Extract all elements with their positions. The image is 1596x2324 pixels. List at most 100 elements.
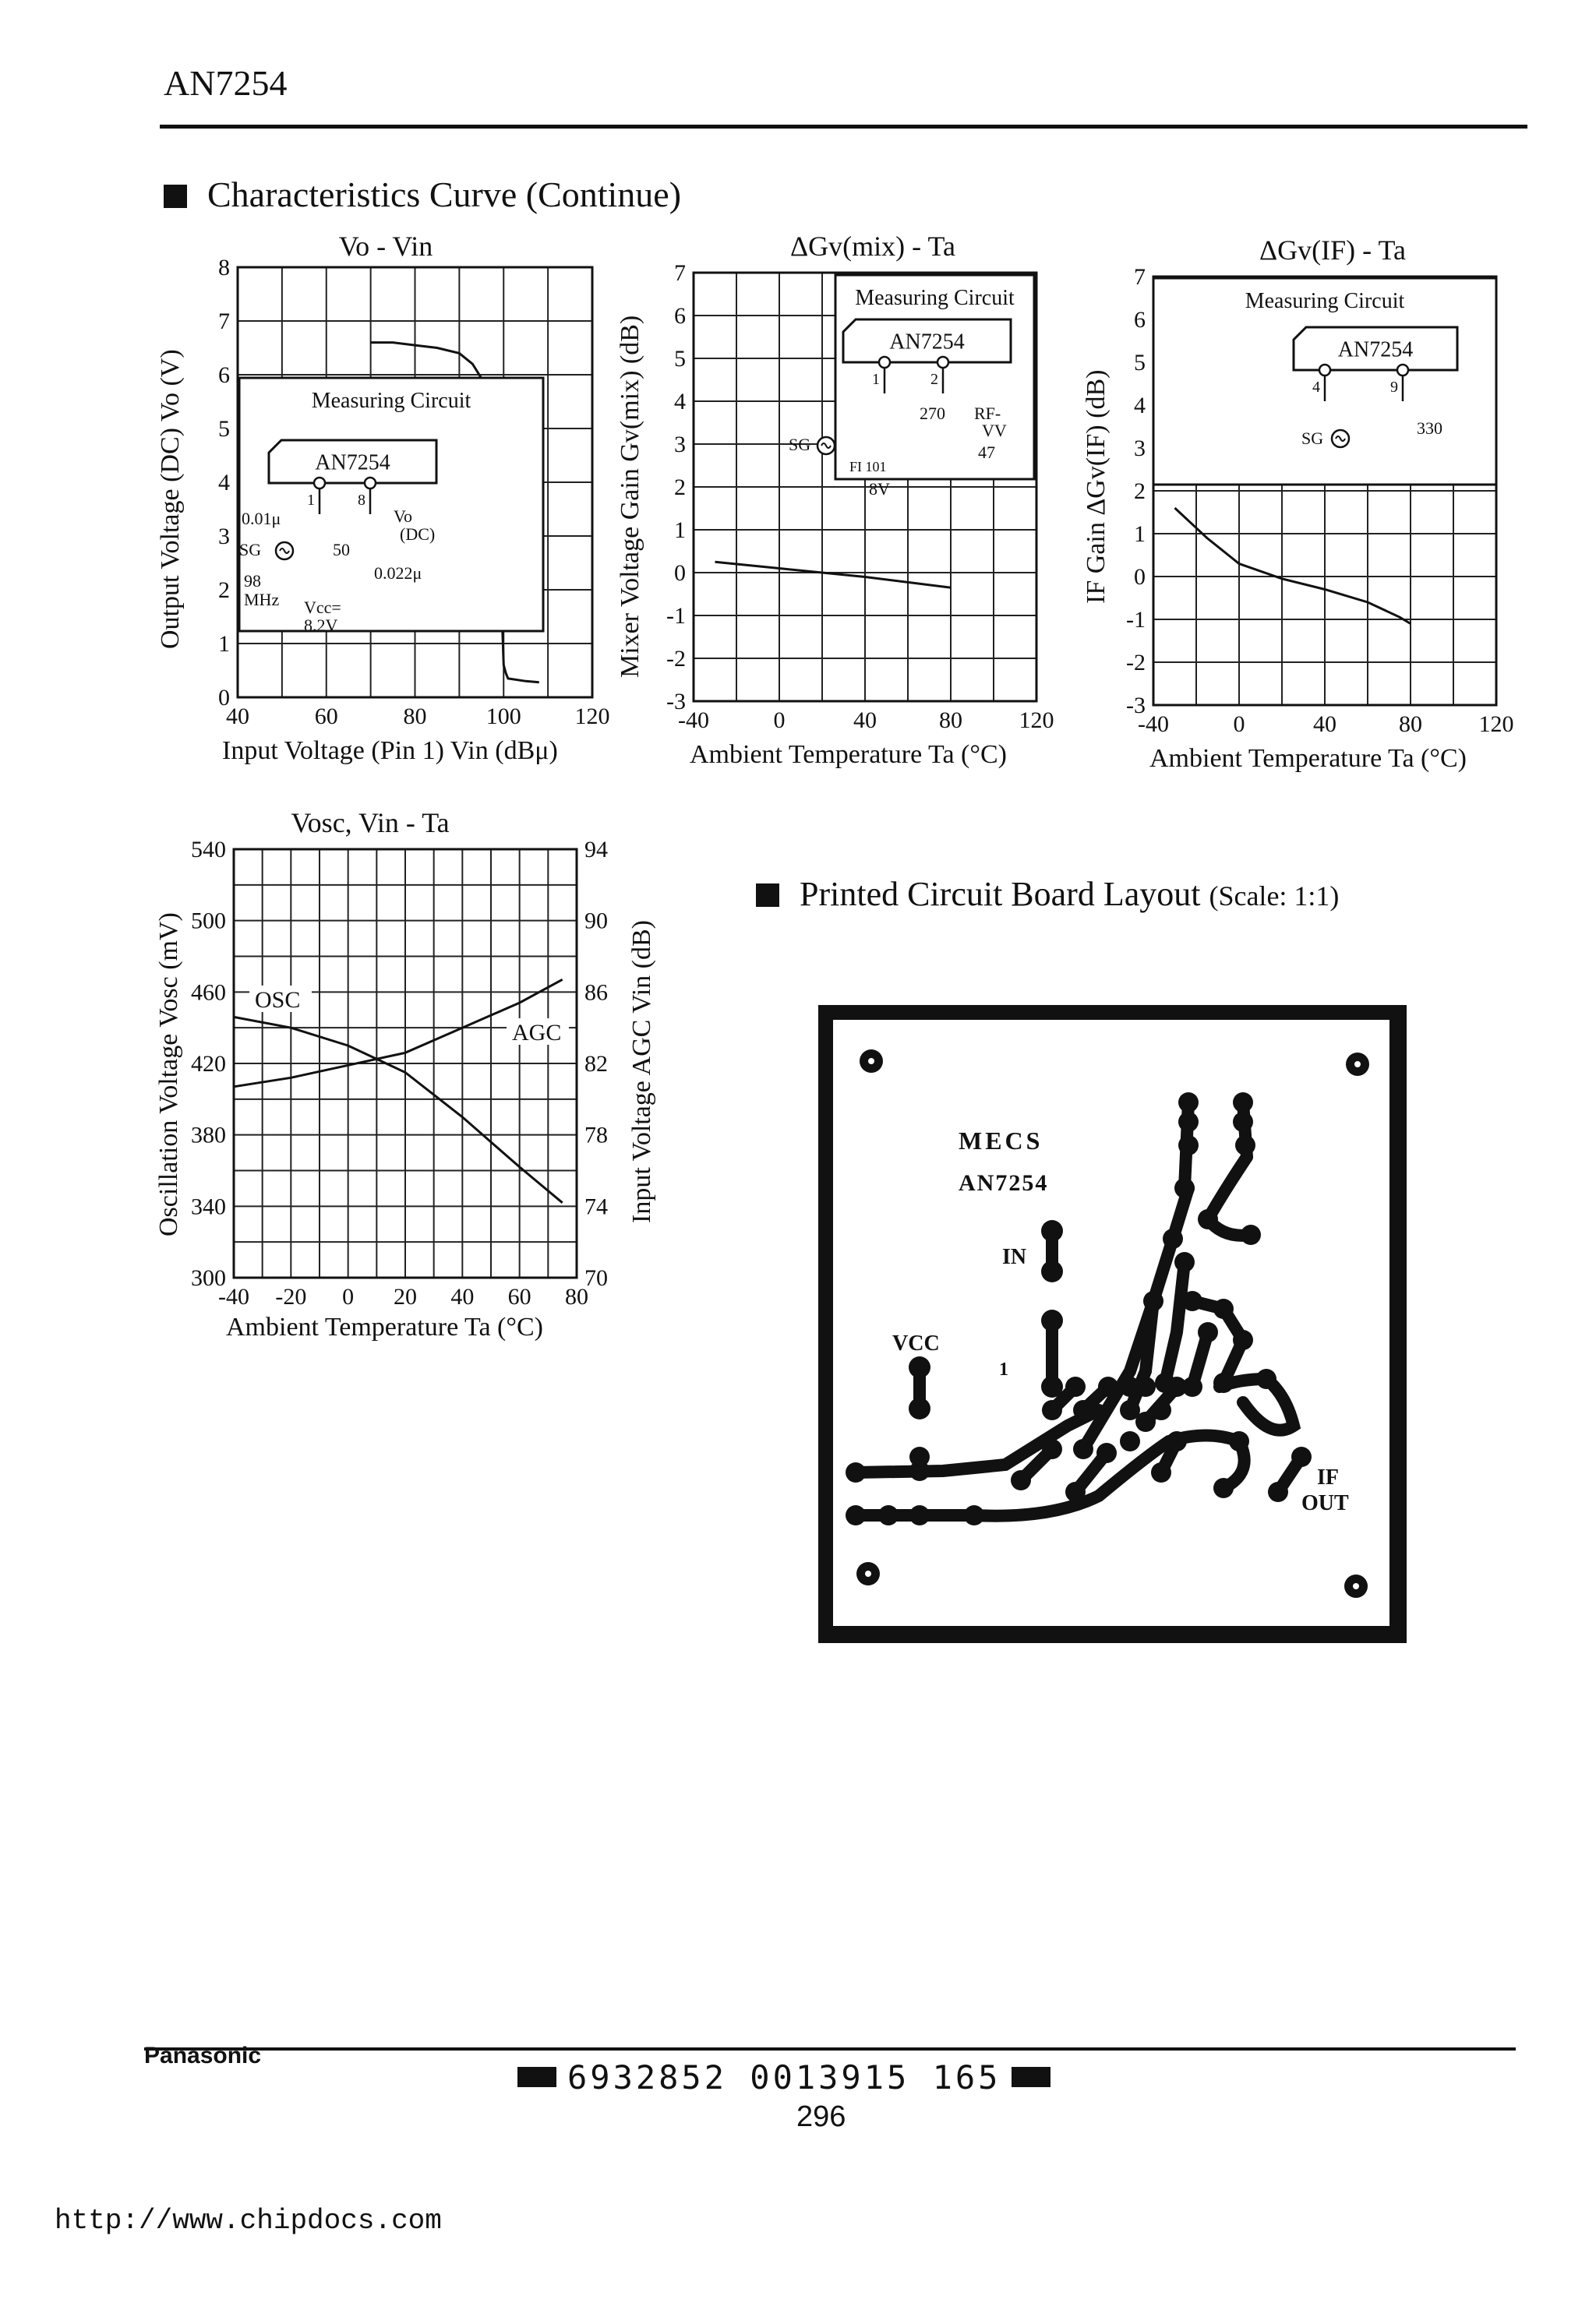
y-tick-label: -2 [666,646,686,672]
x-axis-label: Ambient Temperature Ta (°C) [1149,744,1467,773]
circuit-label: 47 [978,443,995,462]
y-axis-label: IF Gain ΔGv(IF) (dB) [1082,369,1110,604]
section-title-curves: Characteristics Curve (Continue) [207,175,682,214]
y-tick-label: 7 [1134,264,1146,290]
ic-pin [363,476,377,490]
pcb-border [818,1005,1407,1643]
agc-label-bg [507,1018,569,1045]
y2-tick-label: 94 [584,837,608,862]
osc-label-bg [249,986,312,1012]
section-title-pcb: Printed Circuit Board Layout [800,875,1201,913]
x-tick-label: 80 [1399,711,1422,737]
pcb-label-in: IN [1002,1245,1026,1269]
pcb-label-if: IF [1317,1465,1339,1490]
footer-url[interactable]: http://www.chipdocs.com [55,2205,442,2237]
ic-label: AN7254 [315,451,390,475]
plot-frame [692,271,1038,703]
footer-rule [144,2047,1516,2051]
x-tick-label: 40 [1313,711,1336,737]
circuit-label: VV [982,421,1007,440]
circuit-label: 0.022μ [374,563,422,583]
y-tick-label: 3 [1134,436,1146,461]
x-axis-label: Ambient Temperature Ta (°C) [226,1313,543,1342]
pcb-label-vcc: VCC [892,1331,940,1356]
sine-wave-icon [1335,436,1346,442]
y-tick-label: -1 [1126,607,1146,633]
y-tick-label: -3 [666,689,686,714]
circuit-label: 0.01μ [242,509,281,528]
y-tick-label: 4 [674,389,686,414]
chart-title: ΔGv(IF) - Ta [1259,235,1406,266]
barcode-text: 6932852 0013915 165 [567,2058,1001,2097]
y-tick-label: 2 [674,474,686,500]
series-line-osc [233,1015,563,1204]
y-tick-label: 7 [674,260,686,286]
x-tick-label: 80 [939,707,962,733]
y-tick-label: 1 [1134,521,1146,547]
chart-title: Vo - Vin [338,231,433,262]
y-tick-label: 1 [218,631,230,657]
x-tick-label: 80 [565,1284,588,1310]
y-tick-label: 3 [218,524,230,549]
pin-number: 8 [358,492,365,509]
y-axis-label: Output Voltage (DC) Vo (V) [156,349,185,649]
circuit-label: SG [239,540,261,559]
square-bullet-icon [164,185,187,208]
y-tick-label: 0 [1134,564,1146,590]
ic-pin [877,355,892,369]
y-tick-label: 4 [218,470,230,495]
y-tick-label: 7 [218,309,230,334]
y-tick-label: 6 [1134,307,1146,333]
x-tick-label: 80 [404,704,427,729]
y-tick-label: 5 [674,346,686,372]
x-tick-label: 0 [342,1284,354,1310]
chart-title: Vosc, Vin - Ta [291,807,450,838]
x-tick-label: 0 [1234,711,1245,737]
bar-block-icon [1012,2067,1051,2087]
y2-tick-label: 78 [584,1123,608,1148]
y-tick-label: 420 [191,1051,226,1077]
y2-tick-label: 74 [584,1194,608,1219]
pcb-layout: MECS AN7254 IN VCC 1 IF OUT [818,1005,1407,1643]
y-tick-label: 540 [191,837,226,862]
pin-number: 2 [930,371,938,388]
plot-frame [1152,275,1498,707]
circuit-label: SG [789,435,810,454]
y-tick-label: 460 [191,979,226,1005]
x-tick-label: 20 [394,1284,417,1310]
circuit-label: 98 [244,571,261,591]
y-axis-label: Mixer Voltage Gain Gv(mix) (dB) [616,315,644,678]
circuit-label: Vcc= [304,598,341,617]
measuring-circuit-title: Measuring Circuit [312,389,471,413]
ic-pin [312,476,327,490]
y-tick-label: 0 [674,560,686,586]
circuit-label: FI 101 [849,459,887,474]
measuring-circuit-title: Measuring Circuit [1245,289,1405,313]
section-heading-curves: Characteristics Curve (Continue) [164,174,681,215]
footer-barcode: 6932852 0013915 165 [507,2058,1061,2097]
y-tick-label: 5 [218,416,230,442]
y-tick-label: 8 [218,255,230,280]
y2-tick-label: 90 [584,908,608,934]
y-tick-label: 500 [191,908,226,934]
measuring-circuit-title: Measuring Circuit [855,286,1015,310]
series-label-osc: OSC [255,987,300,1013]
x-tick-label: 40 [450,1284,474,1310]
ic-pin [1396,363,1410,377]
y2-tick-label: 70 [584,1265,608,1291]
circuit-label: 270 [920,404,945,423]
x-tick-label: -40 [1138,711,1169,737]
y-tick-label: 1 [674,517,686,543]
circuit-label: 330 [1417,418,1442,438]
series-line-agc [233,978,563,1088]
y-tick-label: 2 [218,577,230,603]
measuring-circuit-box [238,376,545,633]
y2-axis-label: Input Voltage AGC Vin (dB) [627,920,656,1223]
x-tick-label: 40 [853,707,877,733]
plot-frame [236,266,594,699]
y-tick-label: 6 [218,362,230,388]
ic-body [267,439,438,485]
